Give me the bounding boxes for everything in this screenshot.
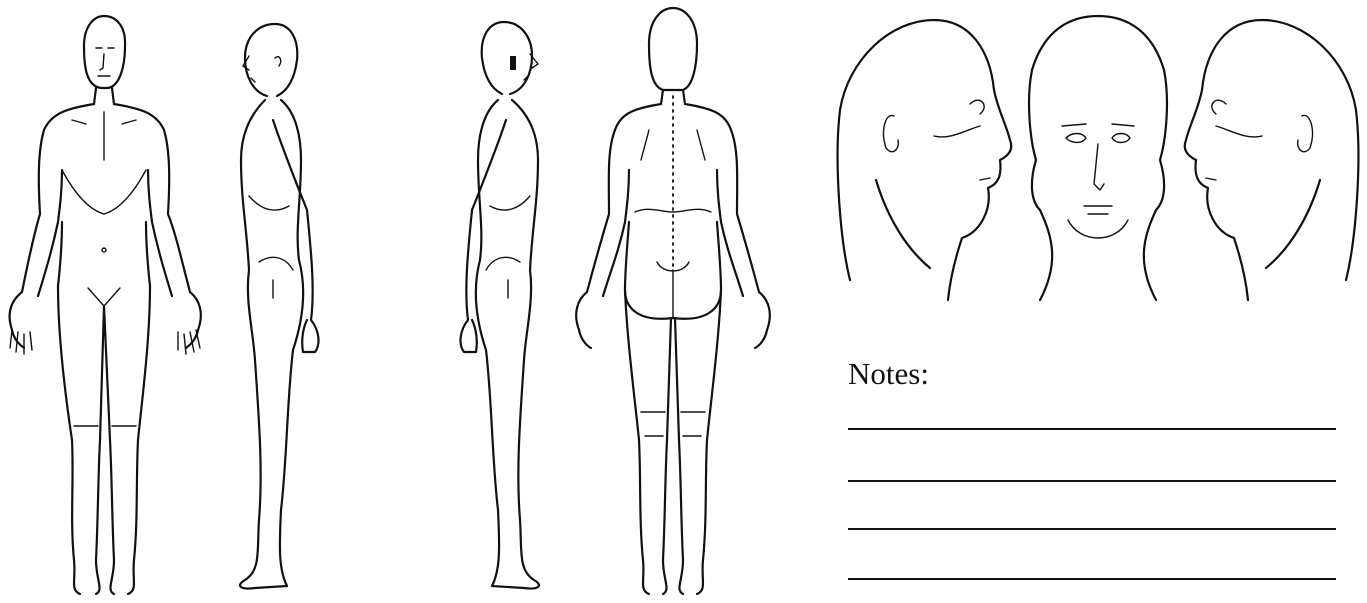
body-side-right-figure — [450, 0, 565, 603]
body-side-left-figure — [215, 0, 345, 603]
body-back-figure — [565, 0, 780, 603]
back-torso-left — [576, 104, 661, 348]
front-neck — [94, 88, 114, 104]
front-head-outline — [84, 16, 125, 88]
side2-details — [486, 196, 530, 298]
front-legs — [58, 286, 150, 594]
side1-torso-back — [255, 100, 303, 588]
back-torso-right — [685, 104, 770, 348]
head-profile-right — [838, 20, 1012, 300]
head-front — [1029, 16, 1167, 300]
note-line-2[interactable] — [848, 480, 1336, 482]
notes-label: Notes: — [848, 356, 929, 392]
side1-details — [249, 196, 293, 298]
head-profile-left — [1185, 20, 1359, 300]
side2-ear — [510, 56, 516, 70]
front-torso-left — [10, 104, 94, 348]
side1-arm — [273, 120, 318, 352]
front-navel — [102, 248, 106, 252]
back-head — [649, 8, 697, 90]
back-legs — [625, 290, 721, 594]
back-buttocks — [657, 262, 689, 318]
front-face — [96, 48, 114, 76]
note-line-1[interactable] — [848, 428, 1336, 430]
front-torso-right — [114, 104, 201, 348]
front-hips — [58, 222, 150, 286]
heads-figure — [830, 0, 1367, 310]
front-groin — [88, 288, 120, 306]
side2-torso-back — [476, 100, 524, 588]
side2-head — [482, 22, 532, 94]
back-knees — [641, 412, 705, 436]
side2-arm — [461, 120, 506, 352]
front-chest — [62, 112, 146, 214]
back-scapulae — [635, 130, 711, 212]
note-line-4[interactable] — [848, 578, 1336, 580]
side2-torso-front — [512, 100, 539, 589]
body-front-figure — [0, 0, 215, 603]
side1-head — [245, 24, 297, 96]
side1-torso-front — [240, 100, 265, 589]
note-line-3[interactable] — [848, 528, 1336, 530]
